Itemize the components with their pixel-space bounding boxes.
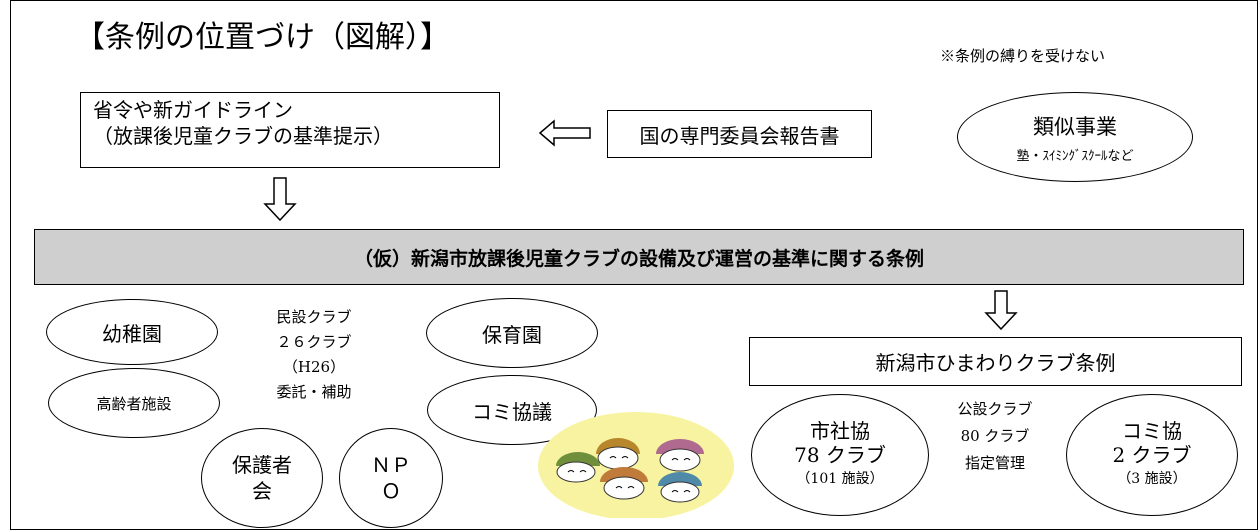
private-club-line-2: ２６クラブ — [276, 333, 352, 351]
child-face-icon — [596, 438, 640, 470]
private-club-line-3: （H26） — [282, 358, 346, 376]
npo-label-line-1: ＮＰ — [371, 453, 411, 477]
note-text: ※条例の縛りを受けない — [940, 47, 1106, 65]
himawari-ordinance-box: 新潟市ひまわりクラブ条例 — [749, 337, 1242, 386]
ministry-guideline-box: 省令や新ガイドライン （放課後児童クラブの基準提示） — [80, 92, 500, 168]
children-illustration — [538, 412, 734, 518]
child-face-icon — [656, 439, 704, 472]
ministry-line-2: （放課後児童クラブの基準提示） — [93, 124, 393, 148]
komi-line-3: （3 施設） — [1117, 471, 1187, 487]
public-club-line-1: 公設クラブ — [957, 400, 1033, 418]
public-club-line-2: 80 クラブ — [960, 427, 1030, 445]
similar-business-ellipse: 類似事業 塾・ｽｲﾐﾝｸﾞｽｸｰﾙなど — [957, 92, 1193, 182]
shakyo-line-2: 78 クラブ — [794, 443, 886, 467]
page-title: 【条例の位置づけ（図解）】 — [75, 20, 450, 55]
shakyo-line-3: （101 施設） — [796, 471, 884, 487]
komi-line-1: コミ協 — [1122, 419, 1182, 443]
private-club-line-4: 委託・補助 — [276, 383, 352, 401]
national-report-box: 国の専門委員会報告書 — [607, 110, 872, 158]
guardians-ellipse: 保護者会 — [201, 428, 323, 528]
kindergarten-label: 幼稚園 — [102, 321, 162, 346]
public-club-line-3: 指定管理 — [964, 454, 1025, 472]
down-arrow-icon — [263, 177, 297, 222]
shakyo-line-1: 市社協 — [810, 419, 870, 443]
private-club-line-1: 民設クラブ — [276, 308, 352, 326]
npo-label-line-2: Ｏ — [381, 479, 401, 503]
komi-line-2: 2 クラブ — [1112, 443, 1192, 467]
ordinance-banner: （仮）新潟市放課後児童クラブの設備及び運営の基準に関する条例 — [34, 229, 1244, 285]
child-face-icon — [658, 472, 702, 503]
child-face-icon — [600, 467, 648, 500]
similar-business-title: 類似事業 — [1033, 114, 1117, 139]
similar-business-sub: 塾・ｽｲﾐﾝｸﾞｽｸｰﾙなど — [1016, 148, 1134, 164]
kindergarten-ellipse: 幼稚園 — [46, 299, 218, 365]
child-face-icon — [556, 452, 600, 483]
elderly-facility-label: 高齢者施設 — [96, 394, 172, 413]
private-club-info: 民設クラブ ２６クラブ （H26） 委託・補助 — [250, 305, 378, 405]
npo-ellipse: ＮＰ Ｏ — [339, 428, 443, 528]
down-arrow-icon — [984, 290, 1018, 331]
public-club-info: 公設クラブ 80 クラブ 指定管理 — [935, 396, 1055, 477]
community-council-label: コミ協議 — [472, 399, 552, 424]
left-arrow-icon — [538, 119, 591, 147]
elderly-facility-ellipse: 高齢者施設 — [48, 368, 220, 438]
nursery-ellipse: 保育園 — [426, 298, 598, 368]
community-club-ellipse: コミ協 2 クラブ （3 施設） — [1066, 394, 1238, 516]
nursery-label: 保育園 — [482, 322, 542, 347]
social-welfare-council-ellipse: 市社協 78 クラブ （101 施設） — [751, 394, 929, 516]
ministry-line-1: 省令や新ガイドライン — [93, 98, 293, 122]
guardians-label: 保護者会 — [232, 453, 292, 503]
